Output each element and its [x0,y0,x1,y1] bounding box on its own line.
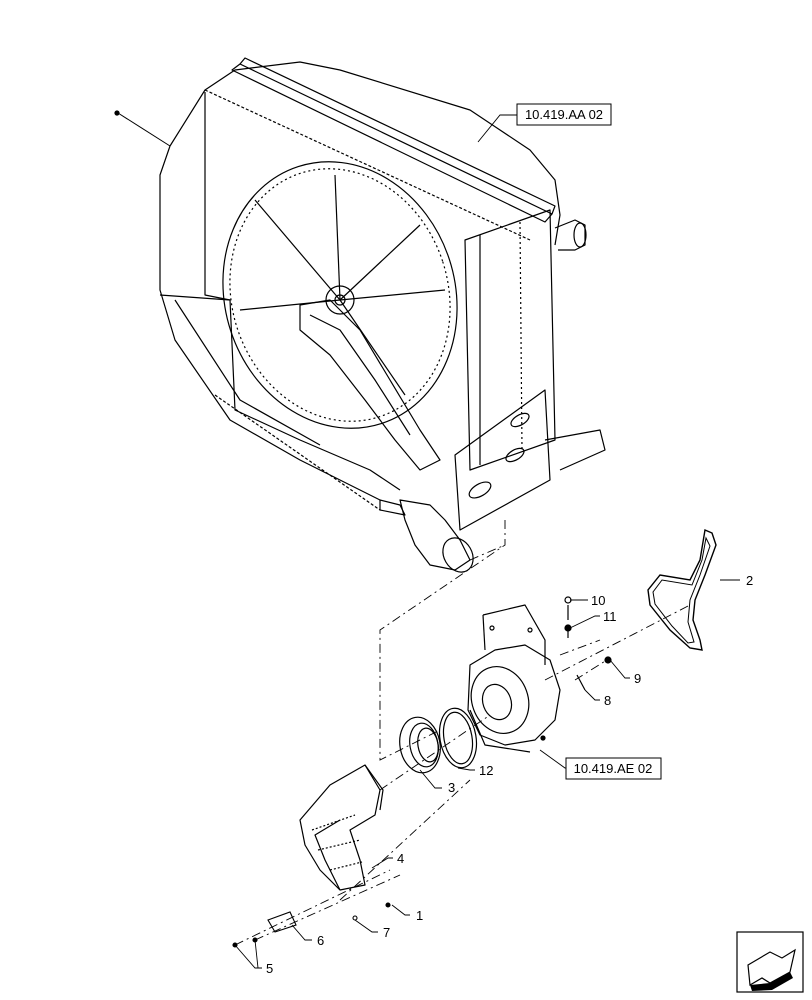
callout-4: 4 [397,851,404,866]
callout-10: 10 [591,593,605,608]
clamp-ring-and-adapter [399,707,478,774]
reference-label-lower[interactable]: 10.419.AE 02 [574,761,653,776]
callout-7: 7 [383,925,390,940]
callout-9: 9 [634,671,641,686]
bracket-6 [267,911,297,933]
callout-12: 12 [479,763,493,778]
leader-lines [234,114,740,969]
cooling-package-assembly [114,57,606,573]
air-duct-4 [299,764,384,891]
callout-labels: 1 2 3 4 5 6 7 8 9 10 11 12 [266,573,753,976]
callout-2: 2 [746,573,753,588]
assembly-centerlines [234,520,691,946]
callout-8: 8 [604,693,611,708]
adapter-3 [399,716,441,774]
reference-box-upper[interactable]: 10.419.AA 02 [516,103,612,126]
clamp-ring-12 [438,707,478,769]
reference-label-upper[interactable]: 10.419.AA 02 [525,107,603,122]
callout-11: 11 [603,609,617,624]
drive-belt-2 [647,529,717,651]
callout-1: 1 [416,908,423,923]
callout-5: 5 [266,961,273,976]
next-page-arrow-icon[interactable] [736,931,804,993]
callout-3: 3 [448,780,455,795]
callout-6: 6 [317,933,324,948]
reference-box-lower[interactable]: 10.419.AE 02 [565,757,662,780]
fan-drive-housing [467,596,612,753]
